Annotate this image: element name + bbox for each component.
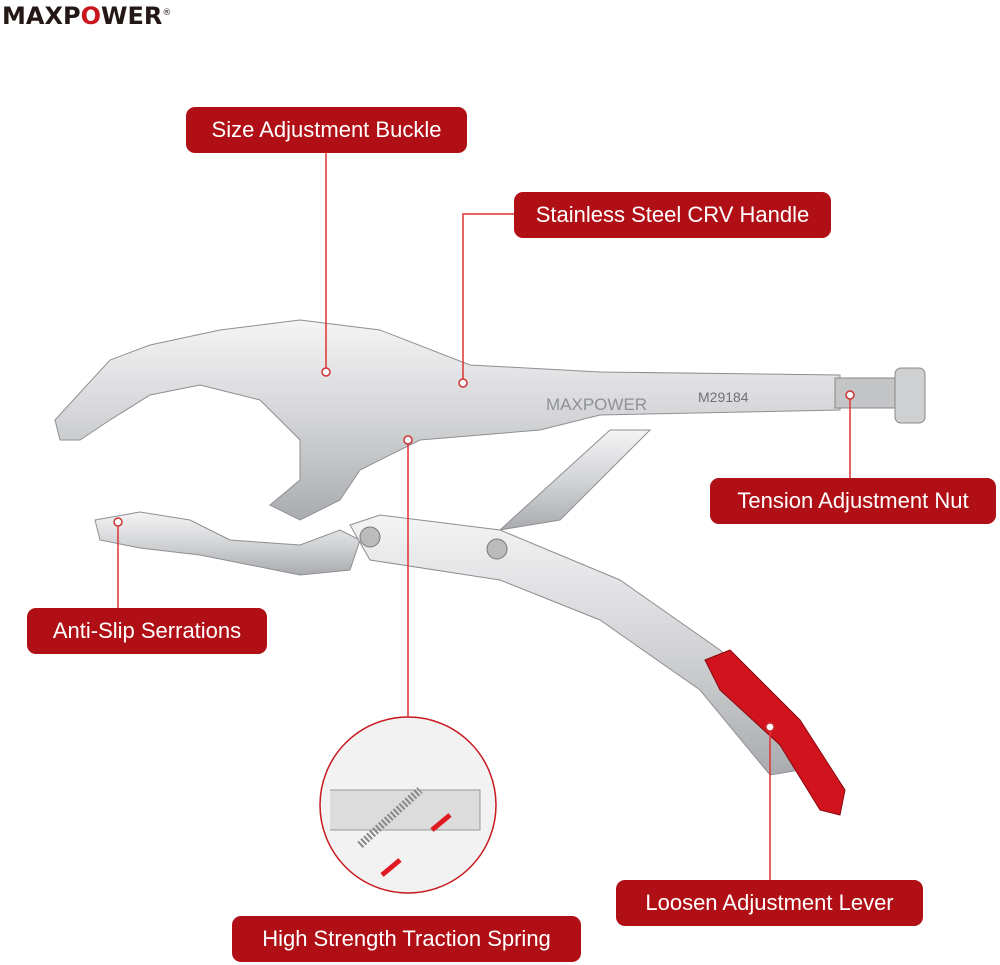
brand-logo: MAXPOWER®: [2, 2, 172, 30]
callout-size-adjustment-buckle: Size Adjustment Buckle: [186, 107, 467, 153]
callout-tension-nut: Tension Adjustment Nut: [710, 478, 996, 524]
engraved-brand: MAXPOWER: [546, 395, 647, 414]
leader-lines: [117, 152, 851, 880]
lower-jaw: [94, 511, 361, 576]
callout-lever: Loosen Adjustment Lever: [616, 880, 923, 926]
model-number: M29184: [698, 389, 749, 405]
upper-jaw-handle: [54, 319, 841, 521]
tension-screw: [834, 377, 901, 409]
release-arm: [498, 429, 652, 531]
spring: [357, 787, 423, 848]
red-grip: [704, 649, 846, 816]
callout-spring: High Strength Traction Spring: [232, 916, 581, 962]
tension-nut: [894, 367, 926, 424]
callout-handle: Stainless Steel CRV Handle: [514, 192, 831, 238]
callout-serrations: Anti-Slip Serrations: [27, 608, 267, 654]
